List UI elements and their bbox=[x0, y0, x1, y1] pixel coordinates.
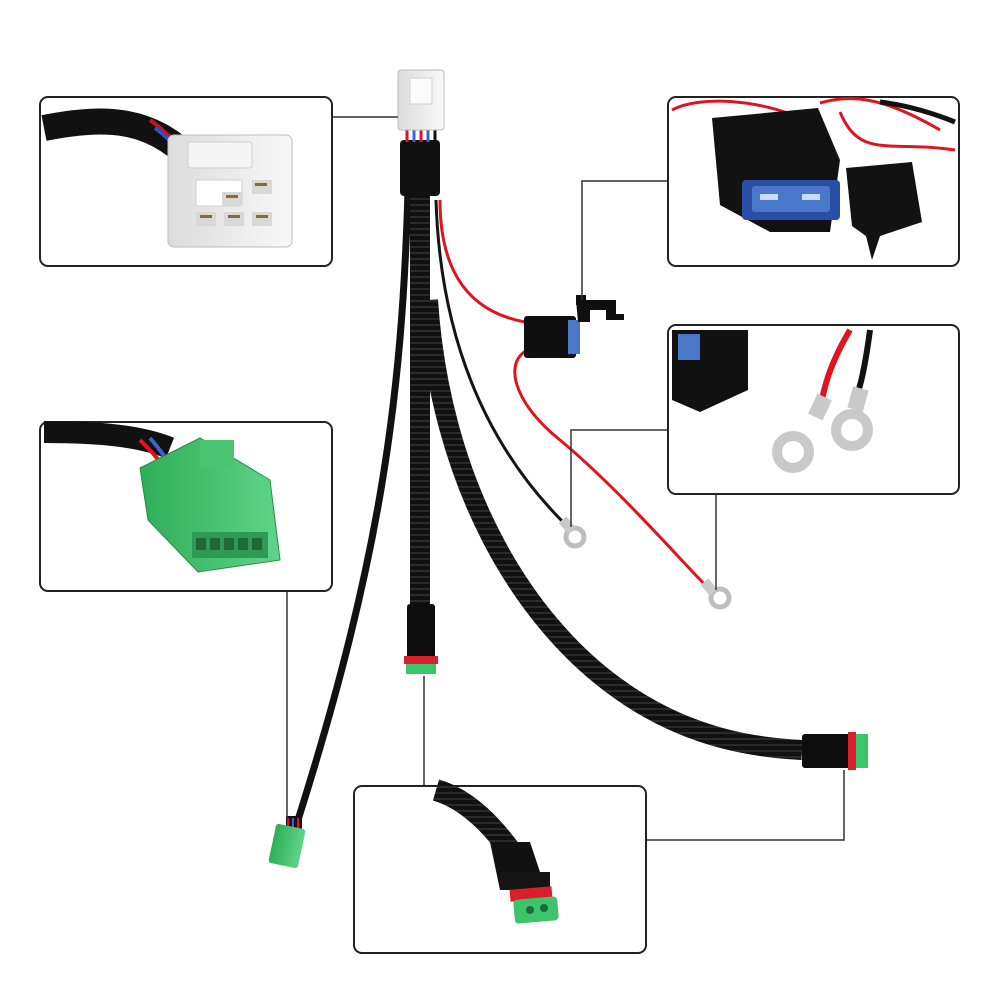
fuse-holder-closeup-icon bbox=[712, 108, 922, 260]
red-wire-to-ring bbox=[513, 348, 714, 594]
leader-ring-terminal bbox=[570, 429, 668, 527]
ring-terminal-icon bbox=[558, 516, 732, 610]
green-connector-icon bbox=[268, 816, 306, 869]
callout-fuse-holder bbox=[667, 96, 960, 267]
callout-ring-terminals bbox=[667, 324, 960, 495]
ring-terminal-closeup-icon bbox=[772, 386, 873, 473]
green-connector-cable bbox=[294, 189, 412, 822]
leader-lines bbox=[286, 116, 845, 841]
fuse-holder-icon bbox=[524, 295, 624, 358]
dt-connector-icon bbox=[404, 604, 438, 674]
dt-connector-closeup-icon bbox=[490, 842, 559, 924]
callout-green-connector bbox=[39, 421, 333, 592]
callout-white-connector bbox=[39, 96, 333, 267]
leader-dt-right bbox=[646, 770, 845, 841]
red-wire-to-fuse bbox=[438, 199, 526, 324]
white-4pin-connector-closeup-icon bbox=[167, 134, 293, 248]
leader-fuse-holder bbox=[581, 180, 668, 300]
green-multipin-closeup-icon bbox=[139, 437, 281, 573]
dt-connector-right-icon bbox=[802, 732, 868, 770]
harness bbox=[268, 69, 868, 869]
curved-loom bbox=[418, 299, 803, 760]
callout-dt-connector bbox=[353, 779, 647, 954]
white-connector-icon bbox=[397, 69, 445, 131]
heat-shrink-boot bbox=[400, 140, 440, 196]
black-ground-wire bbox=[434, 199, 568, 527]
